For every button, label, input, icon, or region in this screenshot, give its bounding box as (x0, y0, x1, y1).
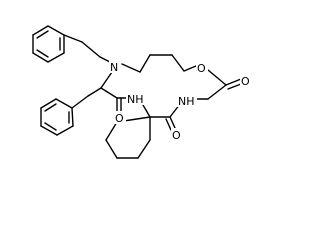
carbonyl-to-ch2 (207, 84, 227, 100)
nh-to-quat-c (142, 104, 151, 118)
butyl-chain (121, 54, 197, 73)
ch2-to-bottom-ring (71, 95, 89, 109)
cyclohexane-ring (105, 116, 151, 159)
alpha-to-ch2 (87, 87, 102, 97)
o-amide-right-label: O (172, 129, 181, 142)
o-ester-carbonyl-label: O (241, 75, 250, 88)
n-amine-label: N (110, 61, 118, 74)
nh-amide-label: NH (127, 93, 144, 106)
alpha-to-amide-c (100, 87, 118, 99)
benzyl-ch2-bond-b (81, 41, 101, 58)
n-to-alpha-c (100, 71, 113, 89)
bonds (32, 25, 242, 159)
amide-right-c-o-b (165, 118, 172, 131)
molecule-diagram: N O O NH NH O O (32, 25, 252, 159)
nh-glycine-label: NH (178, 95, 195, 108)
bottom-phenyl-ring (40, 98, 74, 136)
o-to-carbonyl-bond (207, 69, 227, 86)
ch2-to-n-bond (99, 56, 111, 63)
atom-labels: N O O NH NH O O (109, 60, 252, 142)
amide-right-c-o-a (169, 116, 176, 129)
ester-c-o-double-a (225, 78, 242, 86)
top-phenyl-ring (32, 25, 65, 63)
o-ester-ring-label: O (197, 62, 206, 75)
o-amide-left-label: O (115, 112, 124, 125)
ester-c-o-double-b (227, 83, 242, 90)
benzyl-ch2-bond-a (63, 34, 83, 43)
